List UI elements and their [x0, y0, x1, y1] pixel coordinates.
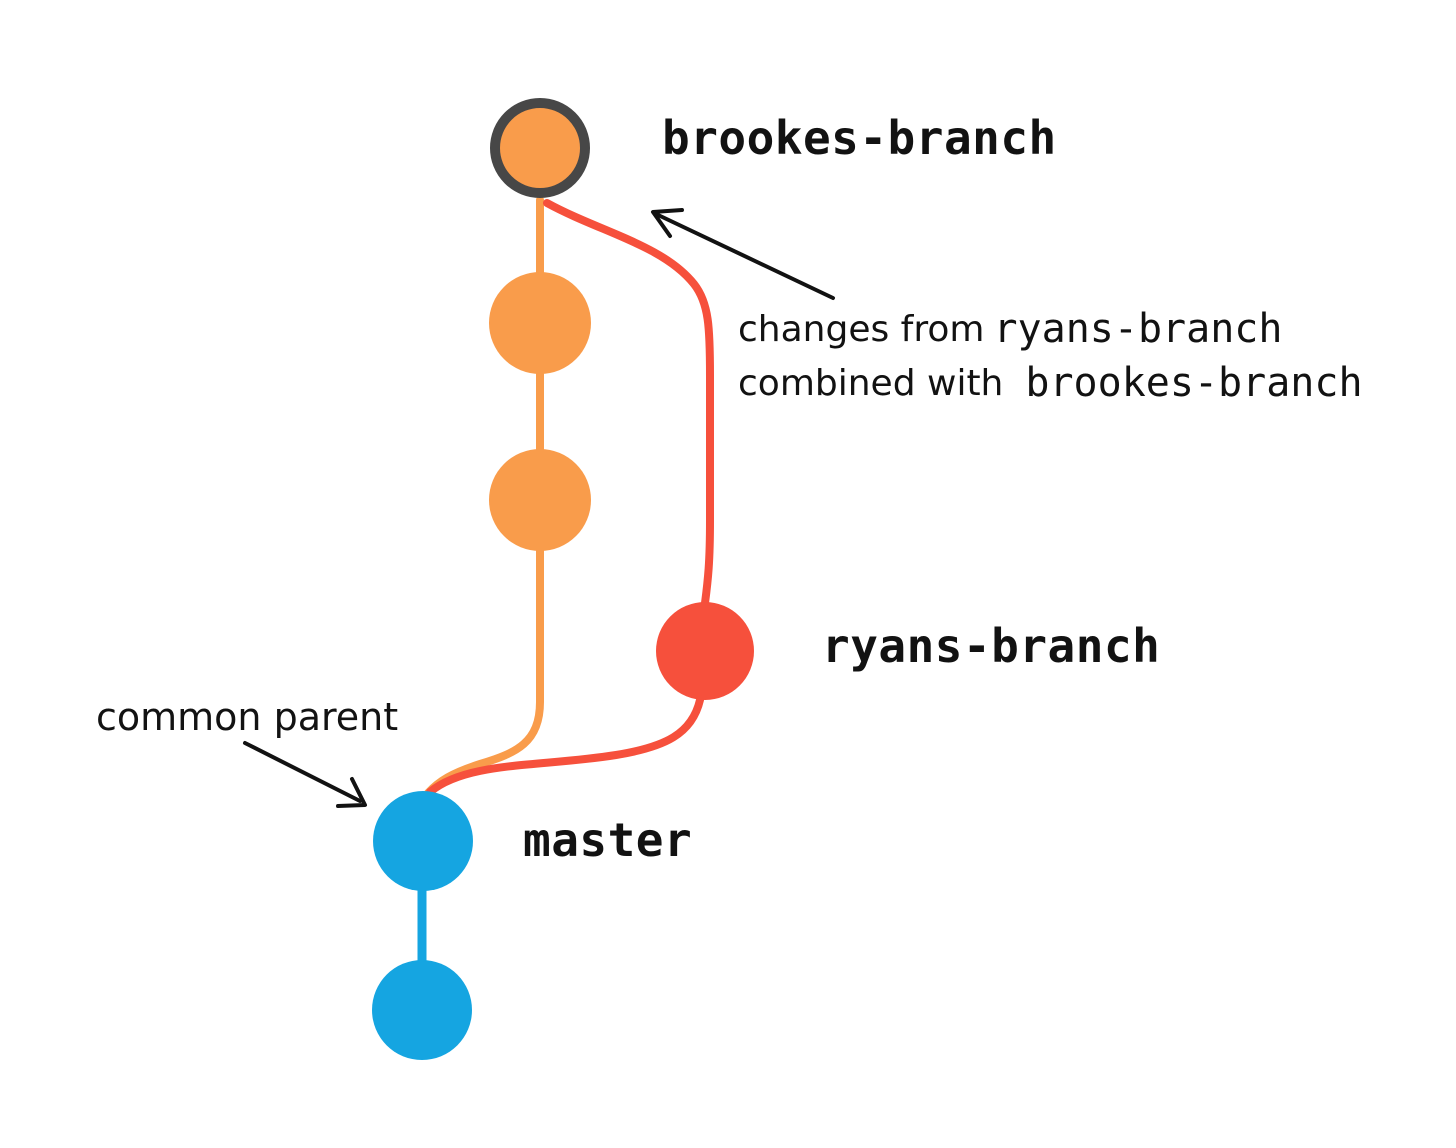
annotation-line2-text: combined with	[738, 362, 1004, 404]
commit-common-parent	[373, 791, 473, 891]
common-parent-label: common parent	[96, 695, 399, 739]
annotation-line1-code: ryans-branch	[993, 306, 1283, 352]
master-commits	[372, 791, 473, 1060]
merge-annotation-arrow	[651, 208, 835, 300]
master-connector-line	[417, 880, 427, 972]
merge-annotation: changes from ryans-branch combined with …	[738, 302, 1363, 410]
common-parent-arrow	[243, 741, 367, 808]
ryans-branch-line	[426, 199, 714, 796]
commit-ryans	[656, 602, 754, 700]
commit-master-initial	[372, 960, 472, 1060]
annotation-arrows	[243, 208, 835, 808]
annotation-line2-code: brookes-branch	[1025, 360, 1363, 406]
commit-brookes-tip-merge	[490, 98, 590, 198]
merge-curve	[543, 199, 714, 607]
commit-brookes-1	[489, 449, 591, 551]
commit-brookes-2	[489, 272, 591, 374]
master-label: master	[523, 813, 693, 867]
ryans-branch-label: ryans-branch	[822, 619, 1161, 673]
ryans-to-parent-curve	[426, 696, 704, 796]
annotation-line-2: combined with brookes-branch	[738, 356, 1363, 410]
brookes-branch-label: brookes-branch	[662, 111, 1057, 165]
brookes-commits	[489, 98, 591, 551]
annotation-line-1: changes from ryans-branch	[738, 302, 1363, 356]
annotation-line1-text: changes from	[738, 308, 985, 350]
